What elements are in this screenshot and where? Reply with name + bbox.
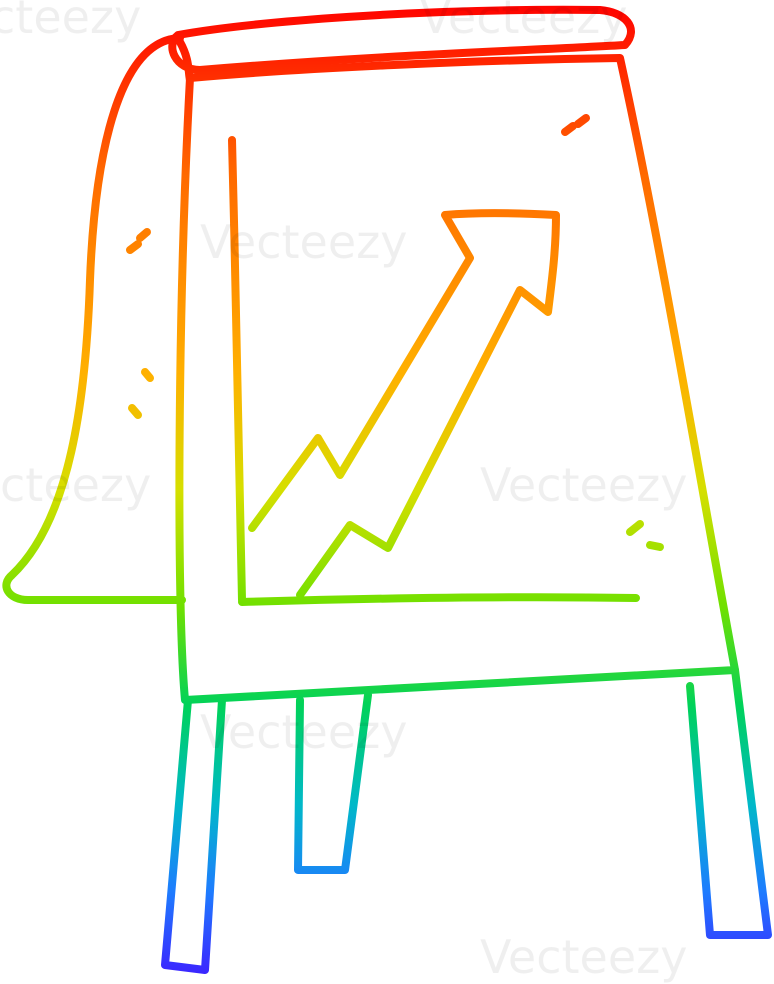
sparkle-mark: [646, 541, 664, 551]
watermark-text: Vecteezy: [480, 930, 688, 984]
watermark-text: cteezy: [0, 458, 152, 512]
sparkle-mark: [574, 114, 590, 128]
x-axis-line: [238, 593, 640, 606]
top-bar: [168, 5, 635, 74]
sparkle-mark: [561, 122, 577, 136]
flipped-sheet: [2, 34, 186, 604]
sparkle-mark: [141, 368, 154, 382]
watermark-text: Vecteezy: [200, 705, 408, 759]
sparkle-mark: [626, 520, 644, 536]
easel-leg-left: [161, 696, 226, 974]
flipped-sheet-fold: [176, 38, 194, 84]
watermark-text: Vecteezy: [200, 215, 408, 269]
easel-leg-back: [294, 691, 372, 874]
sparkle-mark: [136, 228, 151, 242]
easel-leg-right: [686, 666, 772, 939]
y-axis-line: [228, 136, 246, 604]
rising-arrow: [248, 209, 560, 599]
sparkle-mark: [126, 240, 142, 254]
watermark-text: cteezy: [0, 0, 142, 44]
watermark-text: Vecteezy: [480, 458, 688, 512]
watermark-text: Vecteezy: [420, 0, 628, 44]
sparkle-mark: [128, 404, 142, 419]
board-frame: [175, 54, 739, 704]
